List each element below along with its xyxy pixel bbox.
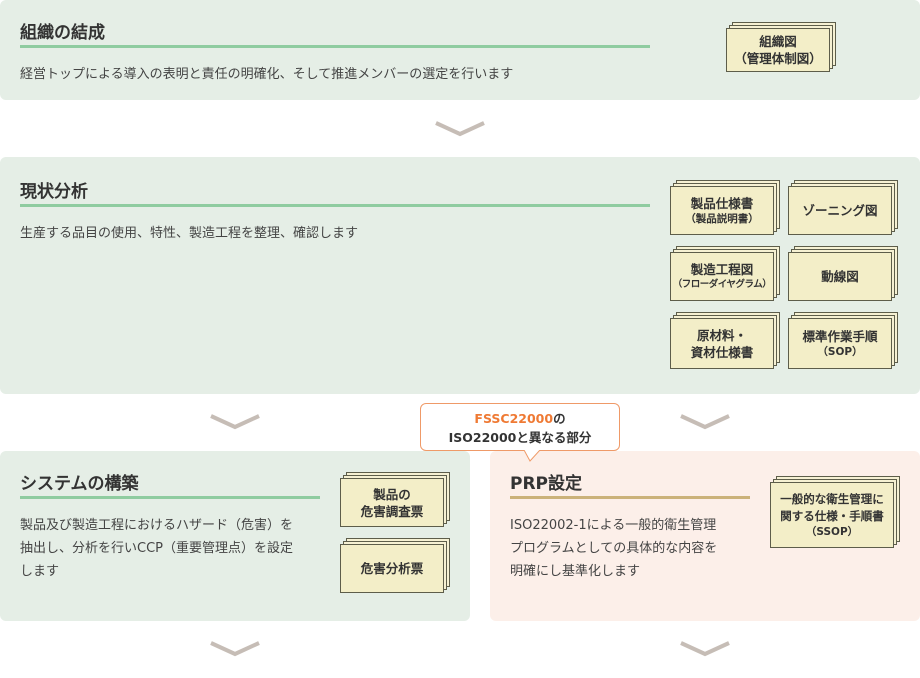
document-stack-icon: 原材料・資材仕様書: [670, 312, 780, 369]
doc-label: 製造工程図: [690, 262, 754, 277]
doc-sublabel: （SOP）: [817, 345, 863, 358]
document-stack-icon: 一般的な衛生管理に関する仕様・手順書 （SSOP）: [770, 476, 900, 548]
chevron-down-icon: [210, 414, 260, 430]
doc-label: ゾーニング図: [802, 203, 878, 218]
chevron-down-icon: [435, 121, 485, 137]
document-stack-icon: 組織図 （管理体制図）: [726, 22, 836, 72]
chevron-down-icon: [680, 414, 730, 430]
document-stack-icon: 危害分析票: [340, 538, 450, 593]
callout-line2: ISO22000と異なる部分: [448, 430, 592, 445]
step-organization-title: 組織の結成: [20, 23, 105, 43]
doc-sublabel: 危害調査票: [360, 503, 424, 519]
document-stack-icon: 標準作業手順（SOP）: [788, 312, 898, 369]
title-underline: [510, 496, 750, 499]
doc-sublabel: （フローダイヤグラム）: [672, 279, 772, 290]
title-underline: [20, 45, 650, 48]
document-stack-icon: 動線図: [788, 246, 898, 301]
step-prp-description-line: 明確にし基準化します: [510, 564, 641, 579]
document-stack-icon: ゾーニング図: [788, 180, 898, 235]
document-stack-icon: 製品仕様書（製品説明書）: [670, 180, 780, 235]
doc-sublabel: 資材仕様書: [690, 344, 754, 360]
step-system-build-title: システムの構築: [20, 474, 139, 494]
doc-sublabel: （管理体制図）: [734, 51, 822, 66]
step-prp-description-line: プログラムとしての具体的な内容を: [510, 541, 718, 556]
title-underline: [20, 204, 650, 207]
chevron-down-icon: [210, 641, 260, 657]
doc-sublabel: （SSOP）: [805, 525, 859, 538]
step-system-build-description-line: 抽出し、分析を行いCCP（重要管理点）を設定: [20, 541, 293, 556]
step-current-analysis-description: 生産する品目の使用、特性、製造工程を整理、確認します: [20, 226, 359, 241]
document-stack-icon: 製造工程図 （フローダイヤグラム）: [670, 246, 780, 301]
callout-suffix: の: [553, 411, 566, 426]
doc-label: 危害分析票: [360, 561, 424, 576]
step-system-build-description-line: 製品及び製造工程におけるハザード（危害）を: [20, 518, 294, 533]
doc-label: 関する仕様・手順書: [780, 508, 884, 523]
step-current-analysis-panel: [0, 157, 920, 394]
step-system-build-description-line: します: [20, 564, 60, 579]
doc-sublabel: （製品説明書）: [685, 212, 759, 225]
callout-line1: FSSC22000の: [421, 409, 619, 428]
doc-label: 原材料・: [696, 327, 747, 343]
document-stack-icon: 製品の危害調査票: [340, 472, 450, 527]
doc-label: 一般的な衛生管理に: [780, 491, 884, 506]
doc-label: 製品仕様書: [690, 195, 754, 211]
step-current-analysis-title: 現状分析: [20, 182, 88, 202]
step-organization-description: 経営トップによる導入の表明と責任の明確化、そして推進メンバーの選定を行います: [20, 67, 514, 82]
doc-label: 動線図: [821, 269, 859, 284]
doc-label: 製品の: [373, 486, 411, 502]
callout-highlight: FSSC22000: [474, 411, 554, 426]
chevron-down-icon: [680, 641, 730, 657]
fssc-difference-callout: FSSC22000の ISO22000と異なる部分: [420, 403, 620, 451]
callout-pointer: [524, 450, 540, 462]
title-underline: [20, 496, 320, 499]
step-prp-description-line: ISO22002-1による一般的衛生管理: [510, 518, 717, 533]
doc-label: 組織図: [759, 34, 797, 49]
doc-label: 標準作業手順: [802, 328, 878, 344]
step-prp-title: PRP設定: [510, 474, 583, 494]
